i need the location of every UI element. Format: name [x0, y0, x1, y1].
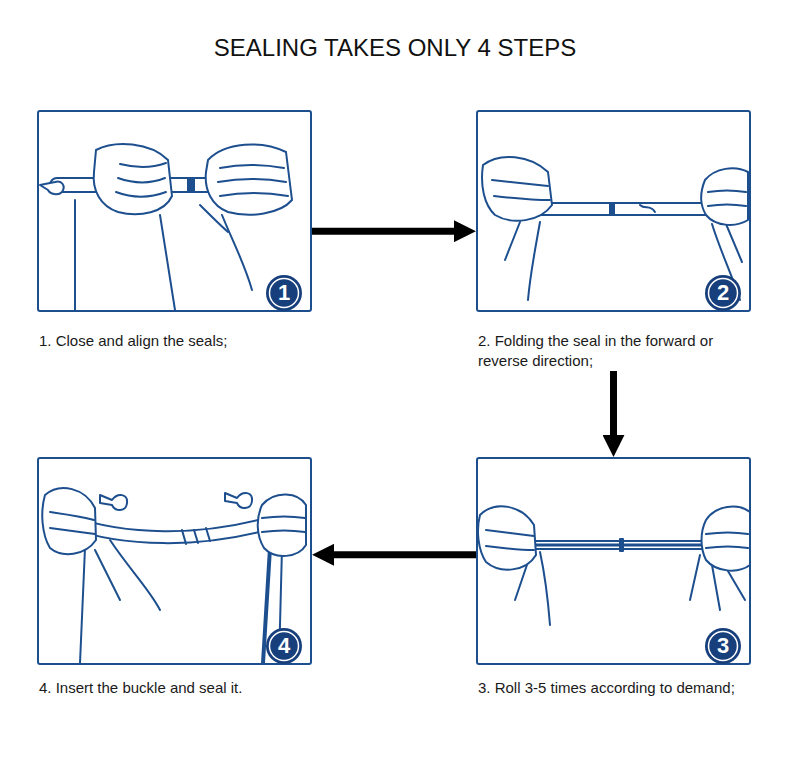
step-panel: 3. Roll 3-5 times according to demand;3 [476, 457, 751, 665]
step-caption: 3. Roll 3-5 times according to demand; [478, 665, 735, 698]
step-caption: 2. Folding the seal in the forward or re… [478, 312, 728, 371]
badge-ring [270, 632, 299, 661]
step-caption: 1. Close and align the seals; [39, 312, 227, 351]
badge-circle [705, 275, 741, 311]
badge-ring [709, 279, 738, 308]
badge-ring [709, 632, 738, 661]
title-bar: SEALING TAKES ONLY 4 STEPS [0, 33, 790, 63]
badge-circle [705, 628, 741, 664]
step-number: 2 [717, 282, 729, 304]
step-number-badge: 4 [266, 628, 302, 664]
badge-circle [266, 628, 302, 664]
step-panel: 1. Close and align the seals;1 [37, 110, 312, 312]
badge-ring [270, 279, 299, 308]
step-number-badge: 3 [705, 628, 741, 664]
diagram-title: SEALING TAKES ONLY 4 STEPS [0, 33, 790, 63]
step-number-badge: 2 [705, 275, 741, 311]
step-panel: 2. Folding the seal in the forward or re… [476, 110, 751, 312]
step-number: 3 [717, 635, 729, 657]
step-panel: 4. Insert the buckle and seal it.4 [37, 457, 312, 665]
step-caption: 4. Insert the buckle and seal it. [39, 665, 242, 698]
step-number-badge: 1 [266, 275, 302, 311]
step-arrow [320, 551, 476, 558]
step-number: 1 [278, 282, 290, 304]
step-number: 4 [278, 635, 290, 657]
badge-circle [266, 275, 302, 311]
step-arrow [312, 228, 468, 235]
